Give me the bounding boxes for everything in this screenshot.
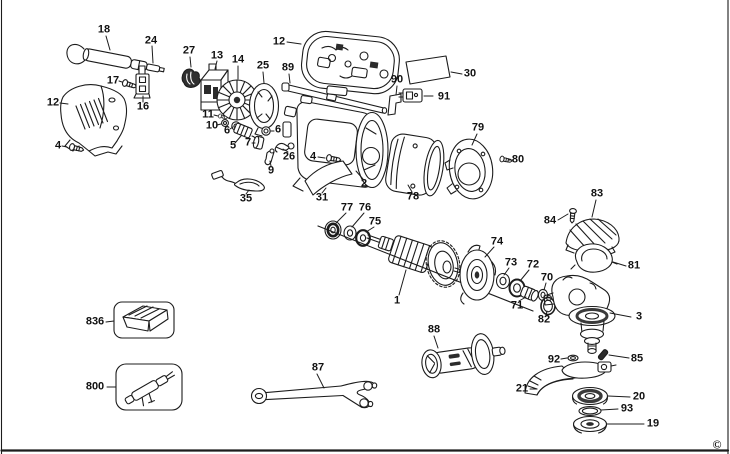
part-label-21: 21 [515,382,529,395]
part-35-cord-drawing [211,170,265,192]
part-label-80: 80 [511,153,525,166]
part-90-drawing [387,93,402,116]
part-label-9: 9 [267,164,275,177]
part-label-12: 12 [272,35,286,48]
part-31-drawing [304,160,353,196]
part-label-78: 78 [406,190,420,203]
part-label-6: 6 [274,123,282,136]
part-6b-drawing [261,126,271,136]
part-label-20: 20 [632,390,646,403]
part-label-2: 2 [360,177,368,190]
part-label-18: 18 [97,23,111,36]
part-label-82: 82 [537,313,551,326]
part-label-83: 83 [590,187,604,200]
part-label-79: 79 [471,121,485,134]
part-16-drawing [133,65,151,99]
part-13-drawing [200,63,229,111]
part-label-73: 73 [504,256,518,269]
part-81-drawing [570,243,618,273]
part-label-71: 71 [510,299,524,312]
part-17-drawing [121,78,139,91]
part-19-drawing [572,415,608,434]
part-label-17: 17 [106,74,120,87]
part-73-drawing [495,272,511,290]
copyright-symbol: © [712,437,722,452]
part-label-19: 19 [646,417,660,430]
part-91-drawing [398,88,423,103]
part-25-drawing [248,82,280,137]
part-label-13: 13 [210,49,224,62]
part-label-85: 85 [630,352,644,365]
part-label-30: 30 [463,67,477,80]
part-label-14: 14 [231,53,245,66]
part-label-76: 76 [358,201,372,214]
part-label-84: 84 [543,214,557,227]
part-87-wrench-drawing [250,380,378,409]
part-label-5: 5 [229,139,237,152]
part-label-90: 90 [390,73,404,86]
part-label-89: 89 [281,61,295,74]
part-label-800: 800 [85,380,105,393]
part-12-switch-housing-drawing [300,30,400,97]
part-label-12: 12 [46,96,60,109]
part-2-field-housing-drawing [282,94,389,192]
part-label-4: 4 [309,150,317,163]
part-label-26: 26 [282,150,296,163]
part-label-91: 91 [437,90,451,103]
part-27-drawing [181,68,201,88]
part-label-81: 81 [627,259,641,272]
part-9-drawing [264,148,275,166]
part-label-25: 25 [256,59,270,72]
part-label-70: 70 [540,271,554,284]
part-label-4: 4 [54,139,62,152]
part-78-stator-drawing [385,133,445,197]
part-label-92: 92 [547,353,561,366]
leader-lines [59,35,645,425]
part-label-77: 77 [340,201,354,214]
part-label-87: 87 [311,361,325,374]
part-10-drawing [221,119,229,127]
part-label-31: 31 [315,191,329,204]
part-76-drawing [343,225,357,241]
part-18-drawing [66,43,165,73]
part-26-drawing [274,142,290,153]
part-label-11: 11 [202,108,214,121]
part-84-drawing [568,207,578,224]
part-836-kit-drawing [113,301,175,339]
part-30-drawing [405,55,451,85]
part-88-side-handle-drawing [421,333,506,379]
part-label-74: 74 [490,235,504,248]
part-79-drawing [444,138,494,200]
part-label-24: 24 [144,34,158,47]
part-21-guard-drawing [524,361,617,396]
part-74-drawing [459,244,497,305]
part-label-16: 16 [136,100,150,113]
part-label-836: 836 [85,315,105,328]
part-71-drawing [520,285,539,302]
part-800-kit-drawing [115,363,183,411]
part-label-1: 1 [393,294,401,307]
part-3-gearcase-drawing [543,274,616,354]
part-label-27: 27 [182,44,196,57]
part-12-motor-cover-drawing [60,84,128,157]
part-20-drawing [571,386,609,406]
part-93-drawing [578,406,602,416]
part-label-75: 75 [368,215,382,228]
part-7-drawing [252,135,265,150]
part-label-6: 6 [223,124,231,137]
part-label-10: 10 [205,119,219,132]
part-label-7: 7 [244,136,252,149]
part-label-3: 3 [635,310,643,323]
part-85-drawing [597,349,609,361]
part-92-drawing [567,354,579,362]
part-label-88: 88 [427,323,441,336]
part-label-35: 35 [239,192,253,205]
part-1-armature-drawing [317,225,534,312]
part-label-72: 72 [526,258,540,271]
part-label-93: 93 [620,402,634,415]
